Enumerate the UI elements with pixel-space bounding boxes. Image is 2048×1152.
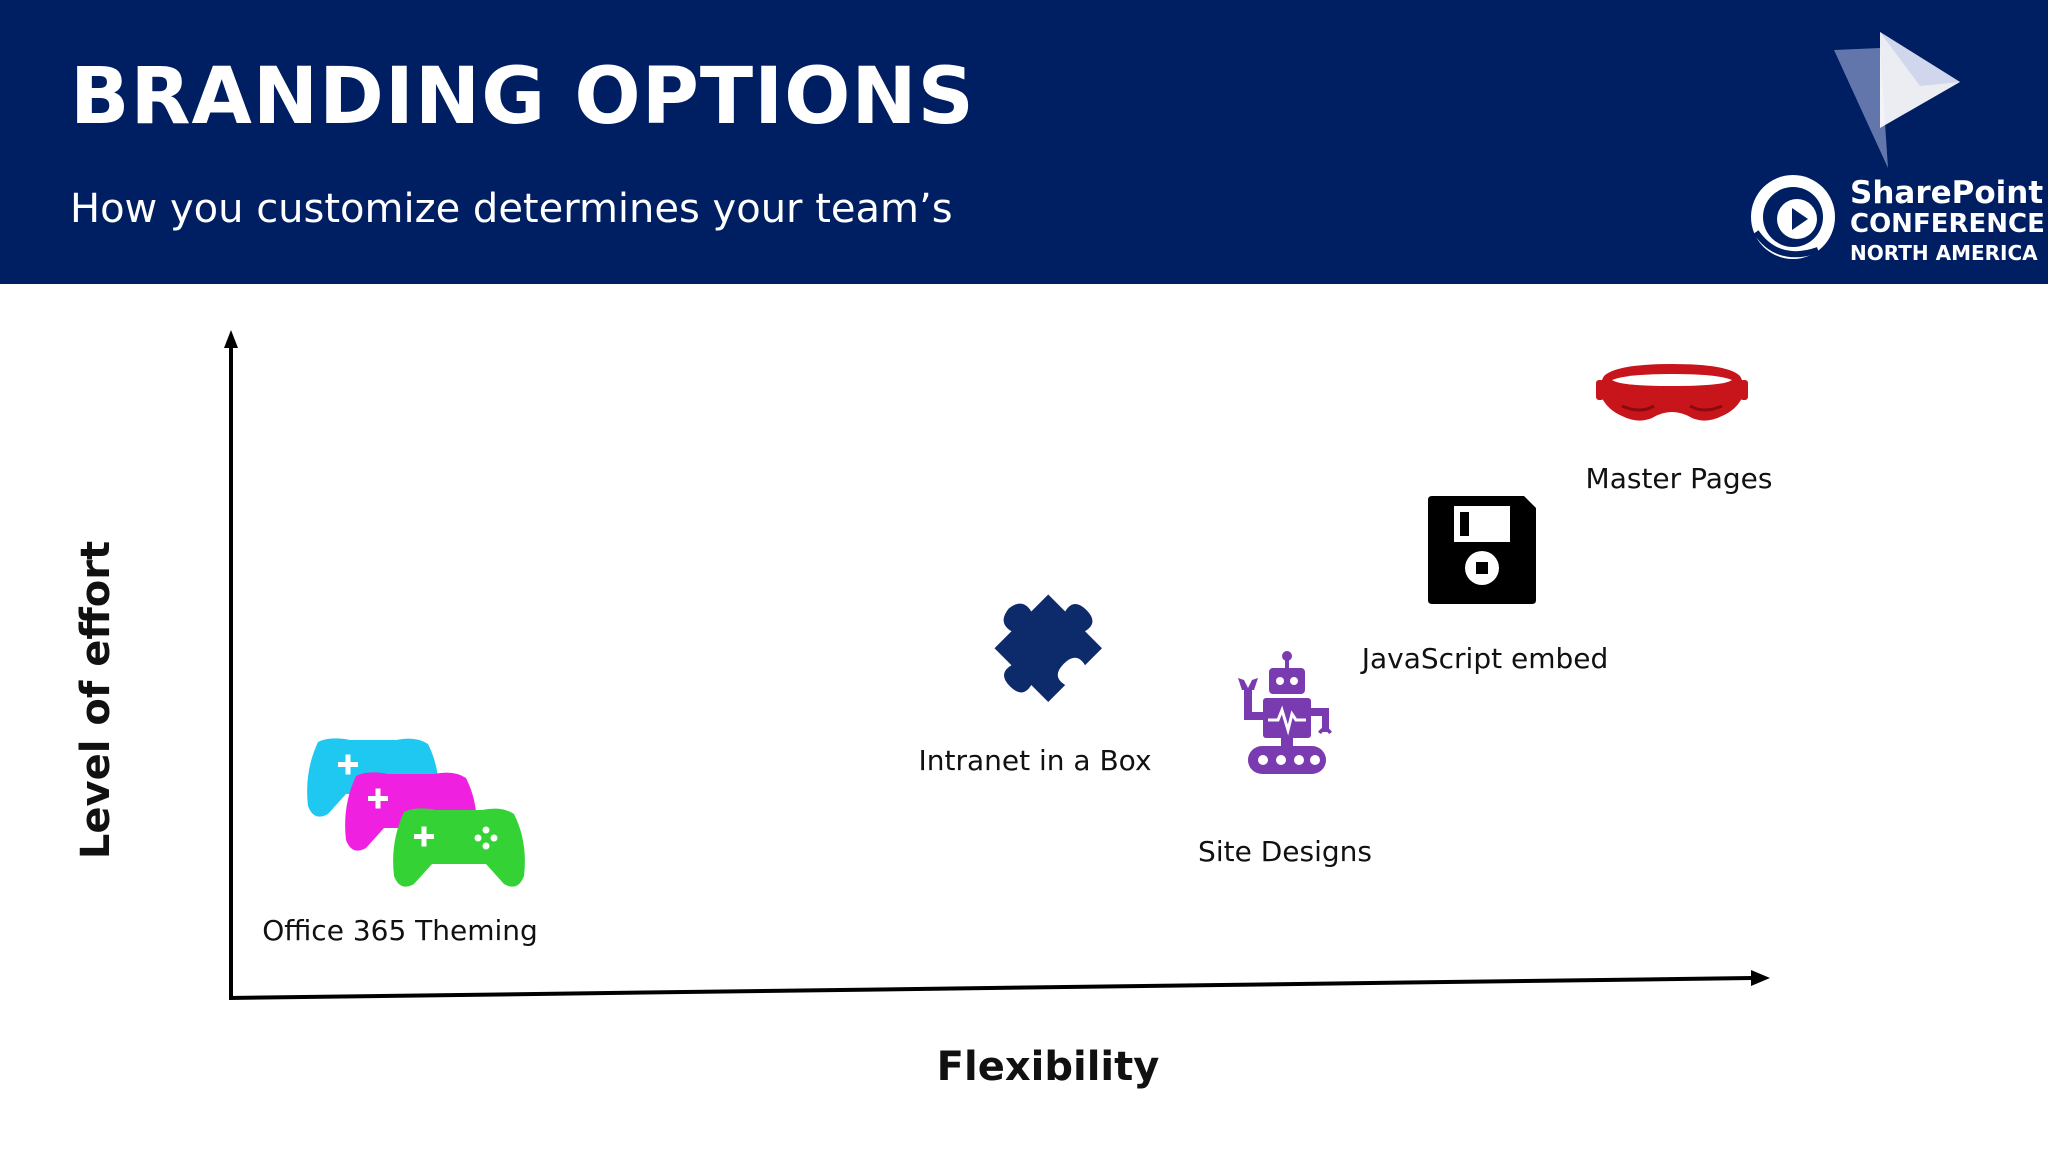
conference-logo-text: SharePoint CONFERENCE NORTH AMERICA	[1850, 176, 2045, 268]
play-logo-icon	[1834, 32, 1960, 168]
y-axis-arrowhead	[224, 330, 238, 348]
intranet-in-a-box-label: Intranet in a Box	[918, 744, 1152, 777]
slide-header: BRANDING OPTIONS How you customize deter…	[0, 0, 2048, 284]
x-axis-line	[228, 976, 1753, 1000]
x-axis-label: Flexibility	[936, 1044, 1160, 1090]
master-pages-label: Master Pages	[1585, 462, 1773, 495]
office-365-theming-label: Office 365 Theming	[262, 914, 538, 947]
logo-line-sharepoint: SharePoint	[1850, 175, 2044, 211]
x-axis-arrowhead	[1751, 970, 1770, 986]
slide-subtitle: How you customize determines your team’s	[70, 186, 953, 232]
floppy-disk-icon	[1428, 496, 1536, 604]
y-axis-label: Level of effort	[73, 540, 119, 860]
slide-title: BRANDING OPTIONS	[70, 52, 975, 142]
conference-logo-icon	[1751, 175, 1835, 259]
puzzle-piece-icon	[994, 594, 1102, 702]
game-controllers-icon	[307, 738, 525, 887]
robot-icon	[1238, 651, 1332, 774]
site-designs-label: Site Designs	[1198, 835, 1372, 868]
vr-headset-icon	[1596, 364, 1748, 421]
logo-line-region: NORTH AMERICA	[1850, 241, 2038, 265]
javascript-embed-label: JavaScript embed	[1361, 642, 1609, 675]
logo-line-conference: CONFERENCE	[1850, 209, 2045, 239]
